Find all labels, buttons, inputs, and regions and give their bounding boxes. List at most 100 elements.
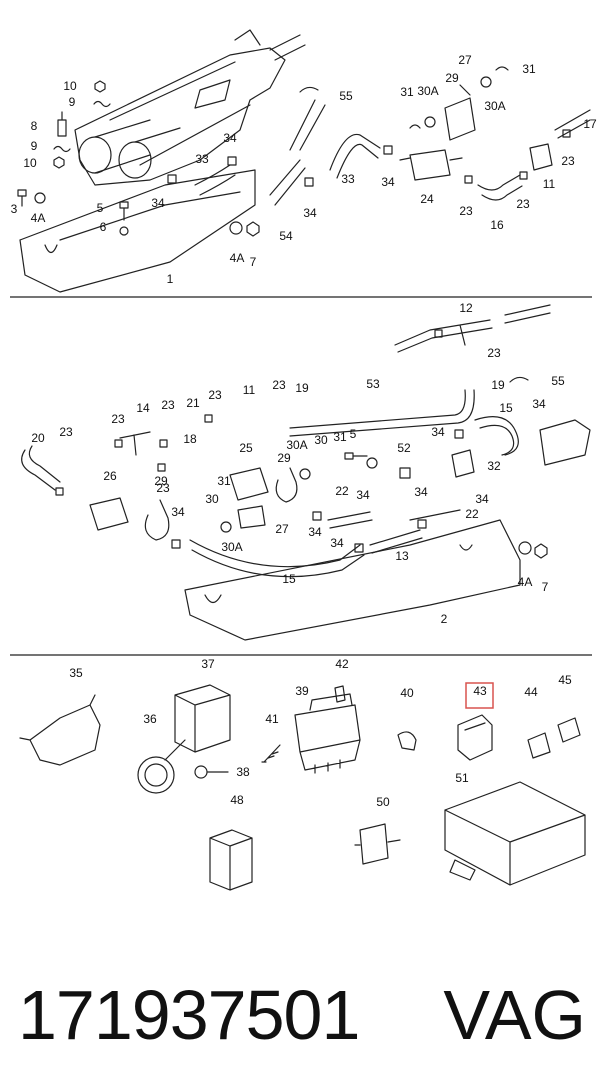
callout-6: 6 — [100, 220, 107, 234]
clip-40 — [397, 731, 417, 751]
fuel-pump-26 — [89, 497, 129, 531]
fuel-tank-body — [74, 29, 286, 186]
socket-36 — [137, 739, 186, 794]
fuel-pump-24 — [399, 149, 463, 181]
filler-neck-tubes — [94, 119, 181, 174]
callout-27: 27 — [458, 53, 472, 67]
callout-55: 55 — [339, 89, 353, 103]
callout-4A: 4A — [230, 251, 245, 265]
callout-16: 16 — [490, 218, 504, 232]
callout-17: 17 — [583, 117, 597, 131]
callout-30A: 30A — [484, 99, 505, 113]
callout-1: 1 — [167, 272, 174, 286]
hose-15-upper — [474, 416, 519, 456]
pipe-13 — [369, 529, 423, 554]
fitting-14 — [119, 431, 151, 456]
clip-9b — [53, 145, 71, 153]
clip-31 — [409, 66, 509, 129]
callout-43: 43 — [473, 684, 487, 698]
callout-34: 34 — [381, 175, 395, 189]
washer-4a-s2 — [518, 541, 532, 555]
callout-42: 42 — [335, 657, 349, 671]
callout-8: 8 — [31, 119, 38, 133]
nut-7 — [246, 221, 260, 237]
callout-29: 29 — [277, 451, 291, 465]
washer-30a-s2b — [220, 521, 232, 533]
callout-15: 15 — [282, 572, 296, 586]
callout-14: 14 — [136, 401, 150, 415]
callout-30A: 30A — [417, 84, 438, 98]
callout-21: 21 — [186, 396, 200, 410]
fitting-52 — [399, 467, 411, 479]
callout-51: 51 — [455, 771, 469, 785]
callout-27: 27 — [275, 522, 289, 536]
washer-30a-s2a — [299, 468, 311, 480]
callout-23: 23 — [516, 197, 530, 211]
callout-35: 35 — [69, 666, 83, 680]
nut-7-s2 — [534, 543, 548, 559]
callout-25: 25 — [239, 441, 253, 455]
part-number: 171937501 — [18, 976, 360, 1054]
callout-30: 30 — [205, 492, 219, 506]
clamp-34b — [304, 177, 314, 187]
callout-41: 41 — [265, 712, 279, 726]
filler-neck-1 — [78, 136, 112, 174]
callout-52: 52 — [397, 441, 411, 455]
callout-39: 39 — [295, 684, 309, 698]
clamp-23-s2c — [157, 463, 166, 472]
clip-9a — [93, 100, 111, 108]
screw-5-s2 — [344, 452, 368, 460]
bracket-29-s2a — [144, 499, 170, 541]
pipe-12 — [394, 304, 551, 353]
callout-34: 34 — [223, 131, 237, 145]
callout-23: 23 — [161, 398, 175, 412]
hose-15-lower — [189, 539, 365, 578]
heat-shield-tray-2 — [184, 519, 521, 641]
nut-10b — [53, 156, 65, 169]
cap-42 — [334, 685, 346, 703]
clip-55-s2 — [509, 376, 529, 383]
callout-36: 36 — [143, 712, 157, 726]
screw-5 — [119, 201, 129, 221]
clamp-34-s2d — [417, 519, 427, 529]
pipe-long — [289, 99, 326, 151]
callout-29: 29 — [445, 71, 459, 85]
callout-34: 34 — [532, 397, 546, 411]
sender-44 — [527, 732, 551, 759]
callout-11: 11 — [543, 177, 556, 191]
hose-16 — [477, 174, 523, 201]
bulb-38 — [194, 765, 229, 779]
footer: 171937501 VAG — [0, 945, 600, 1091]
washer-4a-s1 — [34, 192, 46, 204]
callout-34: 34 — [330, 536, 344, 550]
callout-23: 23 — [59, 425, 73, 439]
callout-33: 33 — [195, 152, 209, 166]
callout-31: 31 — [400, 85, 414, 99]
callout-48: 48 — [230, 793, 244, 807]
washer-30a-s1 — [424, 116, 436, 128]
callout-7: 7 — [250, 255, 257, 269]
clamp-23a — [464, 175, 473, 184]
clamp-23-s2a — [114, 439, 123, 448]
callout-12: 12 — [459, 301, 473, 315]
control-unit-51 — [444, 781, 586, 886]
callout-31: 31 — [333, 430, 347, 444]
callout-40: 40 — [400, 686, 414, 700]
valve-29 — [444, 84, 476, 141]
callout-30A: 30A — [221, 540, 242, 554]
clamp-23-s2b — [159, 439, 168, 448]
fuel-filter-11 — [529, 143, 553, 171]
clip-55 — [299, 86, 319, 93]
washer-s2a — [366, 457, 378, 469]
callout-34: 34 — [431, 425, 445, 439]
nut-10a — [94, 80, 106, 93]
callout-19: 19 — [295, 381, 309, 395]
washer-4a-s1b — [229, 221, 243, 235]
callout-24: 24 — [420, 192, 434, 206]
callout-4A: 4A — [518, 575, 533, 589]
callout-31: 31 — [217, 474, 231, 488]
intake-assembly — [539, 419, 591, 466]
callout-34: 34 — [303, 206, 317, 220]
callout-29: 29 — [154, 474, 168, 488]
callout-23: 23 — [111, 412, 125, 426]
